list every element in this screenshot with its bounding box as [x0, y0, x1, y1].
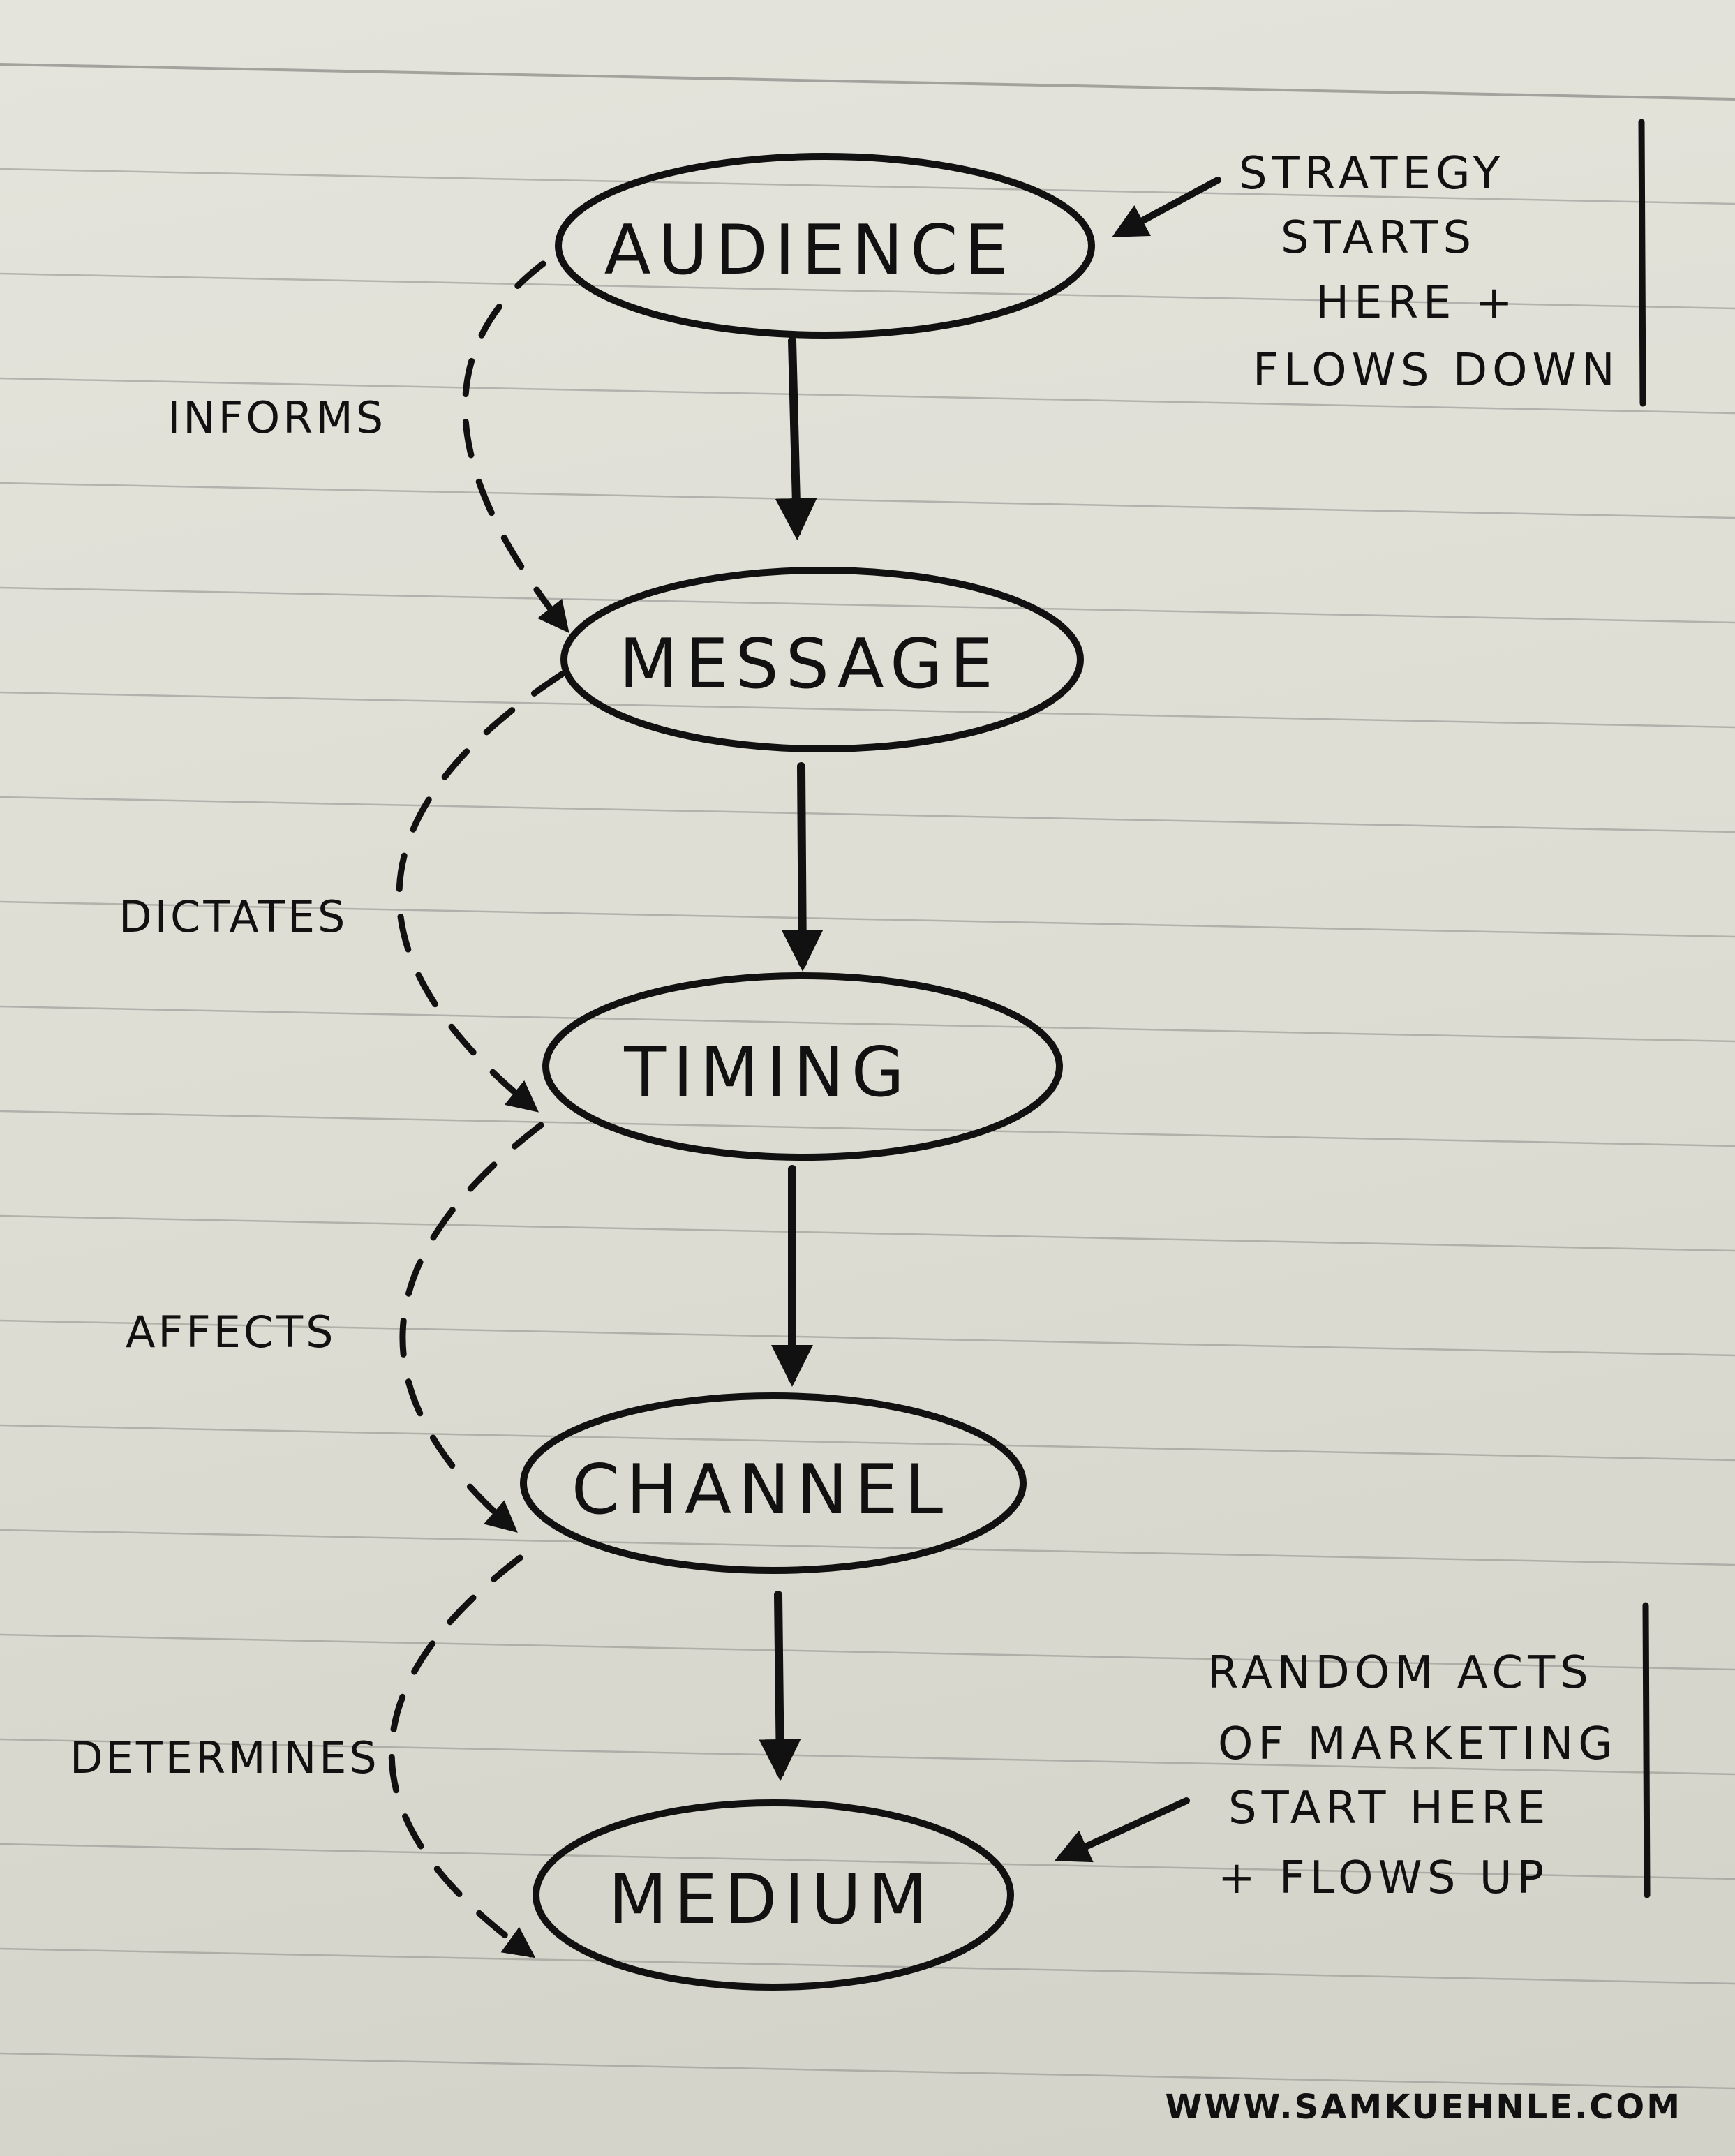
node-medium-label: MEDIUM: [608, 1860, 934, 1940]
node-message: MESSAGE: [560, 567, 1084, 752]
node-audience-label: AUDIENCE: [604, 211, 1015, 290]
rule-line: [0, 1214, 1735, 1252]
node-medium: MEDIUM: [533, 1799, 1014, 1991]
node-channel-outline: [520, 1392, 1027, 1574]
note-bottom-line-1: RANDOM ACTS: [1207, 1647, 1593, 1699]
edge-label-dictates: DICTATES: [119, 891, 348, 942]
note-top: STRATEGY STARTS HERE + FLOWS DOWN: [1112, 119, 1646, 407]
note-top-line-2: STARTS: [1281, 212, 1476, 264]
rule-line: [0, 1843, 1735, 1880]
note-bottom-line-4: + FLOWS UP: [1218, 1852, 1549, 1904]
node-message-outline: [560, 567, 1084, 752]
node-timing: TIMING: [542, 972, 1063, 1161]
dashed-arcs: [388, 260, 569, 1958]
rule-line: [0, 1633, 1735, 1671]
rule-line: [0, 168, 1735, 205]
rule-line: [0, 1529, 1735, 1566]
rule-line: [0, 1424, 1735, 1462]
note-top-arrow: [1112, 177, 1221, 237]
node-timing-outline: [542, 972, 1063, 1161]
dashed-arc-determines: [388, 1554, 536, 1958]
rule-line: [0, 1947, 1735, 1985]
solid-arrows: [759, 336, 824, 1781]
rule-line: [0, 900, 1735, 938]
dashed-arc-dictates: [396, 671, 565, 1113]
footer-url: WWW.SAMKUEHNLE.COM: [1165, 2088, 1682, 2127]
note-bottom-line-3: START HERE: [1228, 1783, 1550, 1834]
rule-line: [0, 1738, 1735, 1776]
arrow-audience-to-message: [775, 336, 817, 540]
rule-line: [0, 63, 1735, 101]
note-top-line-1: STRATEGY: [1239, 148, 1505, 200]
note-bottom-line-2: OF MARKETING: [1218, 1718, 1618, 1770]
node-audience: AUDIENCE: [555, 153, 1095, 339]
rule-line: [0, 1110, 1735, 1147]
note-top-bracket: [1638, 119, 1646, 407]
rule-line: [0, 586, 1735, 624]
ruled-lines: [0, 63, 1735, 2090]
arrow-channel-to-medium: [759, 1591, 801, 1781]
node-channel: CHANNEL: [520, 1392, 1027, 1574]
rule-line: [0, 272, 1735, 310]
node-audience-outline: [555, 153, 1095, 339]
note-top-line-3: HERE +: [1316, 277, 1517, 329]
rule-line: [0, 377, 1735, 415]
rule-line: [0, 1005, 1735, 1043]
note-bottom: RANDOM ACTS OF MARKETING START HERE + FL…: [1054, 1602, 1651, 1904]
rule-line: [0, 796, 1735, 833]
node-channel-label: CHANNEL: [572, 1450, 950, 1530]
rule-line: [0, 691, 1735, 729]
rule-line: [0, 482, 1735, 519]
node-timing-label: TIMING: [623, 1033, 911, 1113]
edge-label-affects: AFFECTS: [126, 1307, 336, 1358]
edge-label-determines: DETERMINES: [70, 1732, 380, 1783]
edge-label-informs: INFORMS: [167, 392, 386, 443]
note-bottom-bracket: [1642, 1602, 1651, 1898]
arrow-message-to-timing: [781, 762, 824, 972]
rule-line: [0, 2052, 1735, 2090]
note-bottom-arrow: [1054, 1797, 1190, 1863]
note-top-line-4: FLOWS DOWN: [1253, 345, 1620, 396]
dashed-arc-informs: [462, 260, 569, 634]
dashed-arc-affects: [399, 1122, 544, 1533]
node-medium-outline: [533, 1799, 1014, 1991]
rule-line: [0, 1319, 1735, 1357]
node-message-label: MESSAGE: [619, 625, 1000, 704]
